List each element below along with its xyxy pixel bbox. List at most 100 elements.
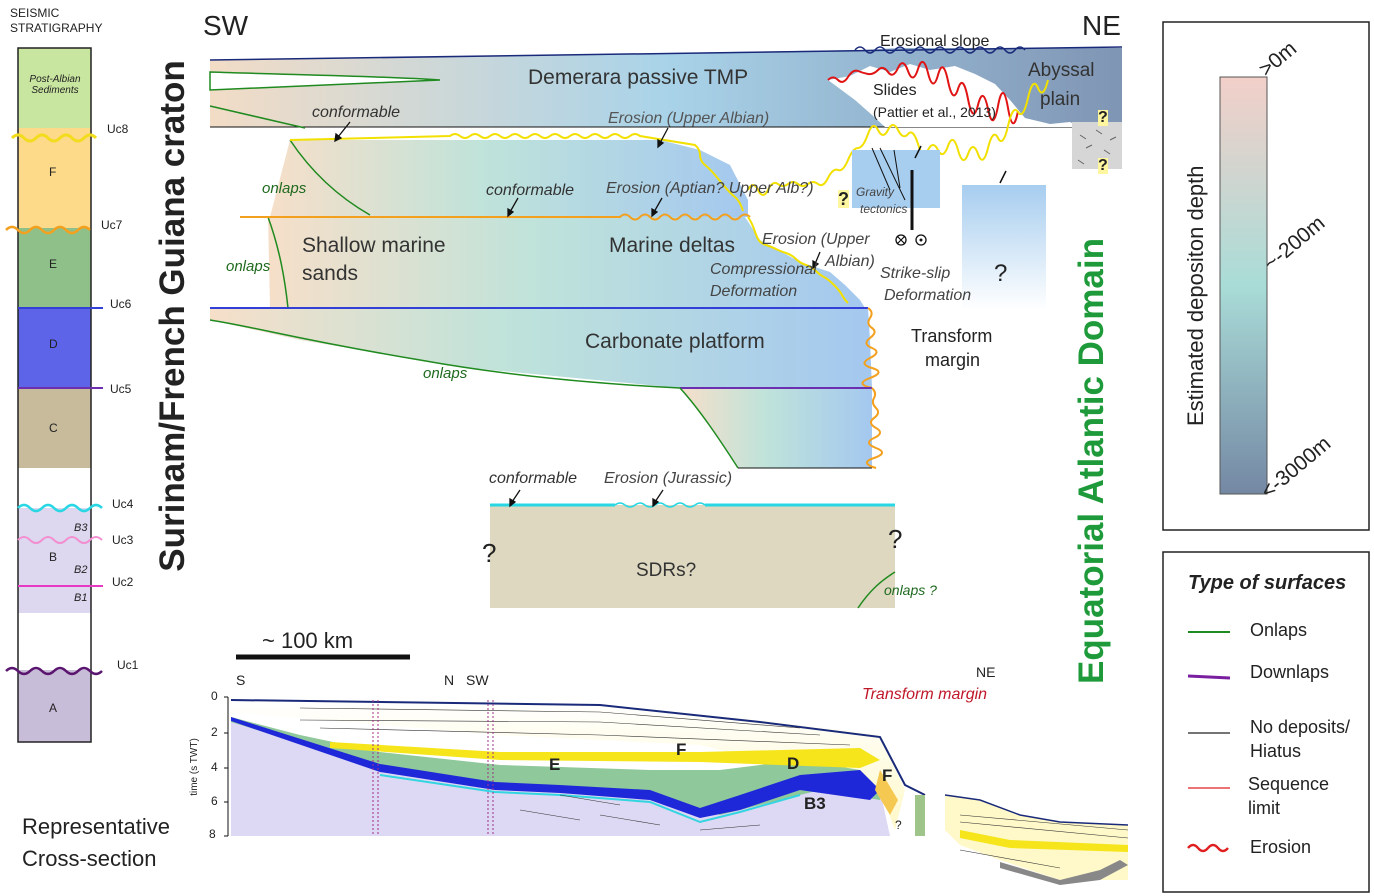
cross-section (224, 654, 1129, 885)
compressional-line1: Compressional (710, 261, 817, 278)
marine-deltas-label: Marine deltas (609, 234, 736, 257)
section-transform-label: Transform margin (862, 686, 988, 703)
uc6-label: Uc6 (110, 297, 132, 311)
uc7-label: Uc7 (101, 218, 123, 232)
question-abyssal-2: ? (1098, 157, 1108, 174)
sdrs-label: SDRs? (636, 560, 697, 581)
conformable-label-2: conformable (486, 182, 575, 199)
legend-hiatus: No deposits/ Hiatus (1250, 717, 1351, 761)
legend-surfaces-box (1162, 551, 1370, 893)
unit-c-label: C (49, 421, 58, 435)
unit-d-label: D (49, 337, 58, 351)
question-sdr-left: ? (482, 538, 497, 568)
section-sw-label: SW (466, 672, 489, 688)
surfaces-legend-title: Type of surfaces (1188, 572, 1347, 594)
section-ne-label: NE (976, 664, 996, 680)
sw-label: SW (203, 10, 249, 41)
question-gravity: ? (838, 189, 849, 209)
strike-slip-line1: Strike-slip (880, 265, 951, 282)
section-axis-label: time (s TWT) (189, 738, 200, 796)
section-b3-label: B3 (804, 794, 826, 813)
column-title: SEISMIC STRATIGRAPHY (10, 6, 102, 36)
compressional-line2: Deformation (710, 283, 798, 300)
unit-e-wedge (240, 213, 865, 309)
gravity-line2: tectonics (860, 202, 908, 216)
section-n-label: N (444, 672, 455, 688)
erosion-jurassic-label: Erosion (Jurassic) (604, 470, 733, 487)
tick-6: 6 (211, 794, 218, 808)
caption-line2: Cross-section (22, 846, 157, 871)
scale-label: ~ 100 km (262, 628, 354, 653)
section-d-label: D (787, 754, 800, 773)
craton-label: Surinam/French Guiana craton (153, 60, 192, 572)
erosion-upper2-line2: Albian) (825, 253, 875, 270)
abyssal-label-2: plain (1040, 89, 1081, 110)
annotation-arrows (334, 121, 821, 508)
unit-c-wedge (679, 387, 883, 469)
unit-b3-label: B3 (74, 522, 88, 534)
pattier-citation: (Pattier et al., 2013) (873, 104, 996, 120)
strat-column (5, 47, 103, 743)
question-transform: ? (994, 260, 1008, 287)
section-question: ? (895, 818, 902, 832)
tick-2: 2 (211, 725, 218, 739)
shallow-marine-line1: Shallow marine (302, 234, 446, 257)
unit-post-albian: Post-Albian Sediments (29, 74, 81, 96)
unit-a-label: A (49, 701, 58, 715)
erosion-aptian-label: Erosion (Aptian? Upper Alb?) (606, 180, 814, 197)
erosion-upper2-line1: Erosion (Upper (762, 231, 870, 248)
tick-0: 0 (211, 689, 218, 703)
column-title-line2: STRATIGRAPHY (10, 21, 103, 35)
uc8-label: Uc8 (107, 122, 129, 136)
atlantic-domain-label: Equatorial Atlantic Domain (1072, 238, 1111, 684)
section-e-label: E (549, 755, 561, 774)
question-sdr-right: ? (888, 524, 903, 554)
unit-e-label: E (49, 257, 58, 271)
transform-margin-line1: Transform (911, 326, 993, 346)
sdr-block (490, 502, 896, 609)
transform-margin-line2: margin (925, 350, 981, 370)
ne-label: NE (1082, 10, 1121, 41)
demerara-label: Demerara passive TMP (528, 66, 749, 89)
uc2-label: Uc2 (112, 575, 134, 589)
unit-f-label: F (49, 165, 57, 179)
uc3-label: Uc3 (112, 533, 134, 547)
carbonate-platform-label: Carbonate platform (585, 330, 765, 353)
conformable-label-3: conformable (489, 470, 578, 487)
uc1-label: Uc1 (117, 658, 139, 672)
erosional-slope-label: Erosional slope (880, 33, 990, 50)
legend-onlaps: Onlaps (1250, 620, 1308, 640)
caption-line1: Representative (22, 814, 170, 839)
legend-erosion: Erosion (1250, 837, 1312, 857)
onlaps-label-3: onlaps (423, 365, 468, 382)
question-abyssal-1: ? (1098, 109, 1108, 126)
tick-4: 4 (211, 760, 218, 774)
unit-b2-label: B2 (74, 564, 88, 576)
uc4-label: Uc4 (112, 497, 134, 511)
section-f-label: F (676, 740, 687, 759)
unit-d-wedge (209, 307, 880, 389)
section-s-label: S (236, 672, 246, 688)
erosion-upper-albian-label: Erosion (Upper Albian) (608, 110, 770, 127)
section-f2-label: F (882, 766, 893, 785)
onlaps-label-2: onlaps (226, 258, 271, 275)
shallow-marine-line2: sands (302, 262, 359, 285)
uc5-label: Uc5 (110, 382, 132, 396)
transform-margin-blocks (852, 122, 1122, 310)
depth-legend-title: Estimated depositon depth (1183, 165, 1208, 426)
tick-8: 8 (209, 827, 216, 841)
unit-b-label: B (49, 550, 58, 564)
unit-f-wedge (270, 79, 1049, 217)
abyssal-label-1: Abyssal (1028, 60, 1095, 81)
legend-sequence-limit: Sequence limit (1248, 774, 1330, 818)
conformable-label-1: conformable (312, 104, 401, 121)
slides-label: Slides (873, 82, 917, 99)
demerara-wedge (209, 46, 1123, 129)
onlaps-label-1: onlaps (262, 180, 307, 197)
unit-b1-label: B1 (74, 592, 88, 604)
legend-downlaps: Downlaps (1250, 662, 1330, 682)
onlaps-q-label: onlaps ? (884, 582, 937, 598)
column-title-line1: SEISMIC (10, 6, 60, 20)
gravity-line1: Gravity (856, 185, 895, 199)
